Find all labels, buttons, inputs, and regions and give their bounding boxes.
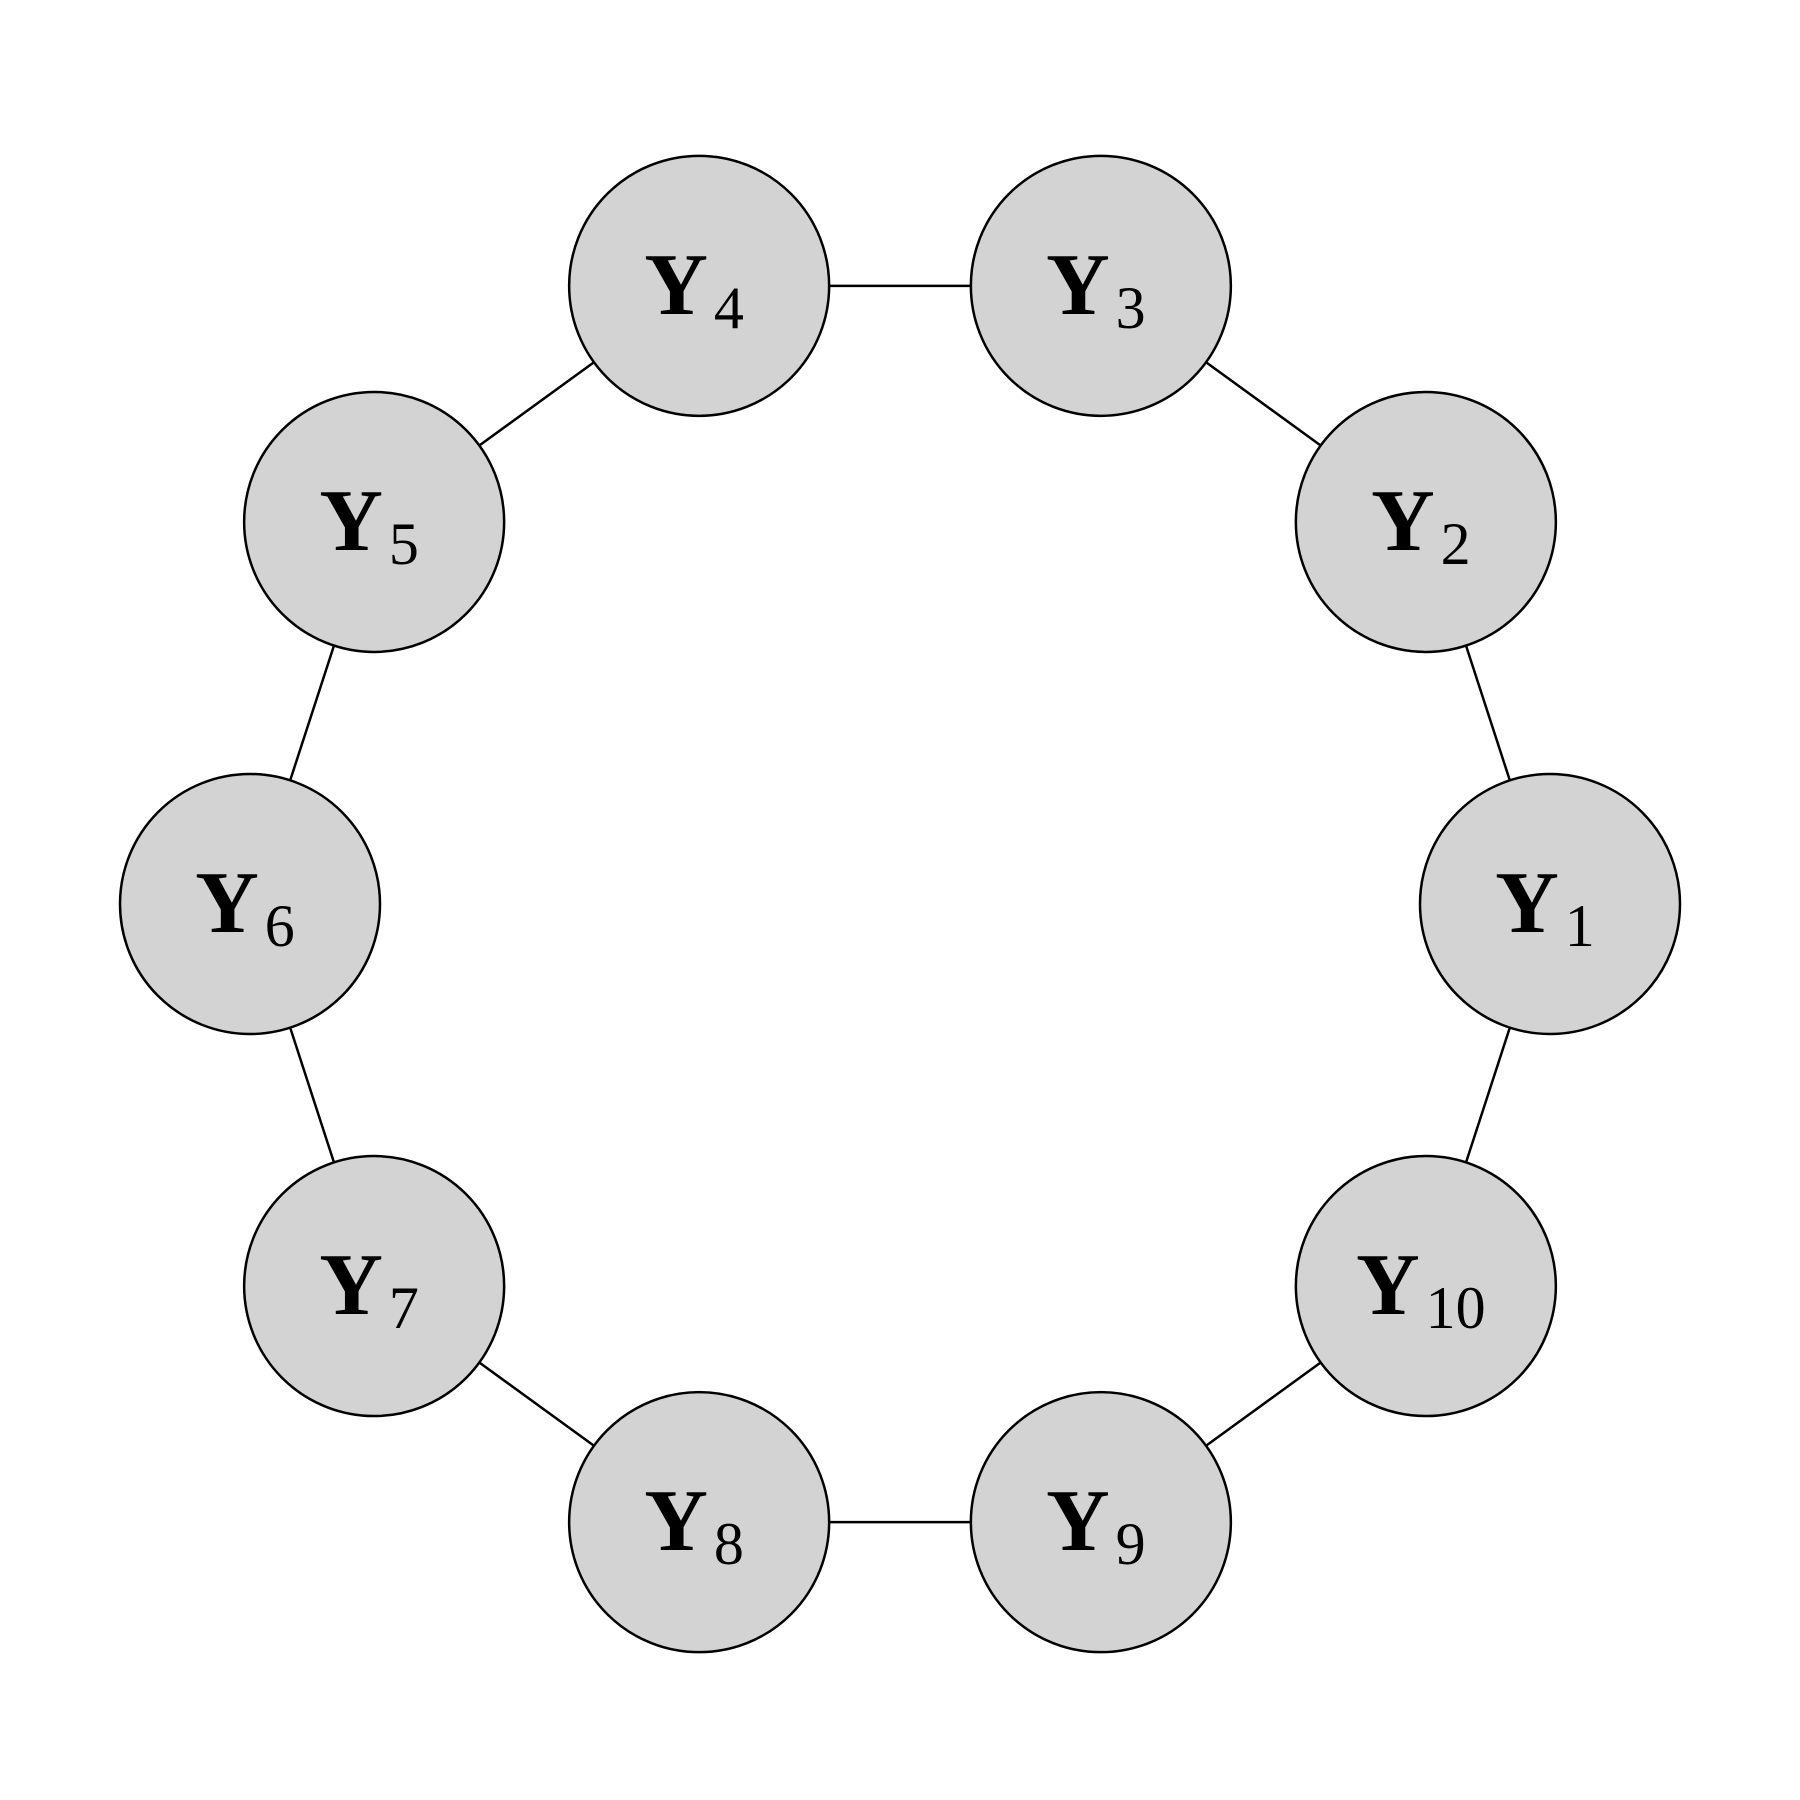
node-label-subscript: 5 xyxy=(389,511,419,577)
node-label-main: Y xyxy=(644,237,708,334)
node-label-main: Y xyxy=(1046,1473,1110,1570)
node-circle xyxy=(242,390,506,654)
node-circle xyxy=(567,154,831,418)
node-circle xyxy=(1294,1154,1558,1418)
node-label-main: Y xyxy=(644,1473,708,1570)
edge-y7-y8 xyxy=(478,1361,595,1447)
edge-y2-y3 xyxy=(1205,361,1322,447)
node-circle xyxy=(118,772,382,1036)
node-label-subscript: 4 xyxy=(714,275,744,341)
edge-y6-y7 xyxy=(288,1027,336,1163)
node-label-main: Y xyxy=(1495,855,1559,952)
node-label-subscript: 3 xyxy=(1116,275,1146,341)
edge-y1-y2 xyxy=(1464,645,1512,781)
node-circle xyxy=(969,1390,1233,1654)
node-label-main: Y xyxy=(1356,1237,1420,1334)
node-label-main: Y xyxy=(1371,473,1435,570)
node-circle xyxy=(969,154,1233,418)
node-label-subscript: 1 xyxy=(1565,893,1595,959)
node-label-subscript: 10 xyxy=(1426,1275,1486,1341)
node-label-main: Y xyxy=(195,855,259,952)
edges-layer xyxy=(288,284,1512,1524)
node-circle xyxy=(1418,772,1682,1036)
edge-y9-y10 xyxy=(1205,1361,1322,1447)
node-circle xyxy=(242,1154,506,1418)
node-label-subscript: 8 xyxy=(714,1511,744,1577)
node-circle xyxy=(1294,390,1558,654)
node-label-subscript: 9 xyxy=(1116,1511,1146,1577)
node-label-main: Y xyxy=(1046,237,1110,334)
node-label-main: Y xyxy=(319,473,383,570)
node-circle xyxy=(567,1390,831,1654)
edge-y5-y6 xyxy=(288,645,336,781)
node-label-subscript: 7 xyxy=(389,1275,419,1341)
node-label-subscript: 6 xyxy=(265,893,295,959)
node-label-main: Y xyxy=(319,1237,383,1334)
node-label-subscript: 2 xyxy=(1441,511,1471,577)
edge-y4-y5 xyxy=(478,361,595,447)
edge-y10-y1 xyxy=(1464,1027,1512,1163)
